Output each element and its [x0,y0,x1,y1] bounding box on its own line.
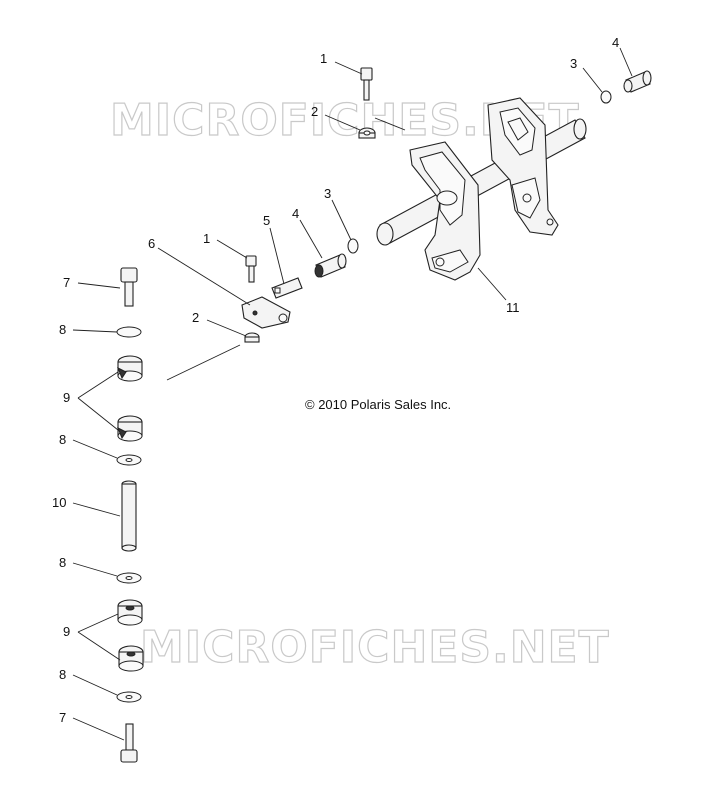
swing-arm-bracket [376,97,587,281]
callout-9-upper: 9 [63,390,70,405]
callout-7-bottom: 7 [59,710,66,725]
callout-8-b: 8 [59,432,66,447]
callout-10: 10 [52,495,66,510]
callout-8-c: 8 [59,555,66,570]
bolt-left-bottom [120,723,138,763]
mount-bracket [241,296,291,329]
copyright-notice: © 2010 Polaris Sales Inc. [305,397,451,412]
grommet-upper-bottom [117,415,143,442]
callout-9-lower: 9 [63,624,70,639]
o-ring-middle [347,238,359,254]
bushing-top [623,70,652,93]
callout-1-top: 1 [320,51,327,66]
spacer-tube [121,480,137,552]
washer-1 [116,326,142,338]
watermark-bottom: MICROFICHES.NET [140,622,610,673]
bolt-top [360,67,373,101]
callout-5: 5 [263,213,270,228]
callout-3-middle: 3 [324,186,331,201]
callout-7-top: 7 [63,275,70,290]
grommet-upper-top [117,355,143,382]
o-ring-top [600,90,612,104]
nut-top [358,127,376,139]
washer-2-hole [125,458,133,462]
callout-2-middle: 2 [192,310,199,325]
callout-8-d: 8 [59,667,66,682]
callout-4-top: 4 [612,35,619,50]
callout-1-middle: 1 [203,231,210,246]
bolt-left-top [120,267,138,307]
nut-middle [244,332,260,343]
pin [271,277,303,299]
callout-3-top: 3 [570,56,577,71]
callout-11: 11 [506,300,520,315]
callout-2-top: 2 [311,104,318,119]
washer-3-hole [125,576,133,580]
bushing-middle [314,253,347,278]
washer-4-hole [125,695,133,699]
callout-4-middle: 4 [292,206,299,221]
leader-lines [72,47,633,741]
callout-6: 6 [148,236,155,251]
bolt-middle [245,255,257,283]
grommet-lower-top [117,599,143,626]
callout-8-a: 8 [59,322,66,337]
grommet-lower-bottom [118,645,144,672]
